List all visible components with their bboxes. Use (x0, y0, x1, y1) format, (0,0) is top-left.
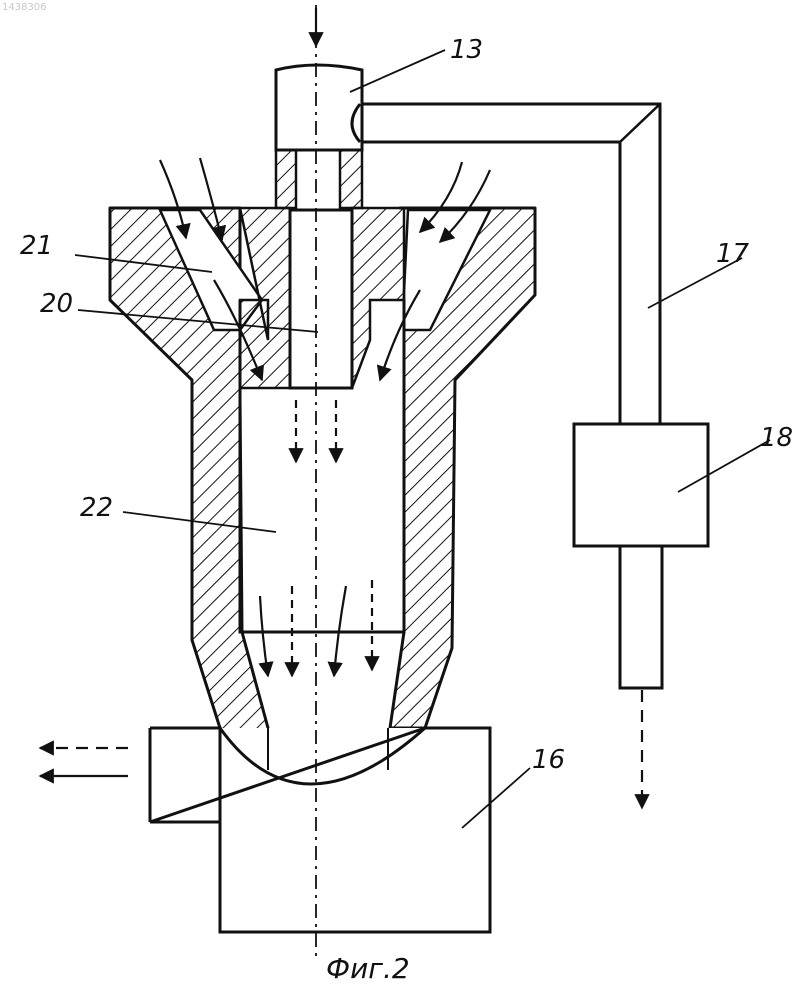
label-13: 13 (450, 35, 483, 65)
label-22: 22 (80, 493, 113, 523)
label-17: 17 (716, 239, 750, 269)
vessel-dome (220, 728, 425, 784)
label-20: 20 (40, 289, 73, 319)
inlet-pipe-13 (276, 65, 362, 150)
label-16: 16 (532, 745, 565, 775)
document-id: 1438306 (2, 2, 47, 13)
central-nozzle (240, 150, 404, 388)
outlet-pipe (620, 546, 662, 688)
figure-caption: Фиг.2 (326, 952, 410, 985)
label-21: 21 (20, 231, 53, 261)
label-18: 18 (760, 423, 793, 453)
block-18 (574, 424, 708, 546)
